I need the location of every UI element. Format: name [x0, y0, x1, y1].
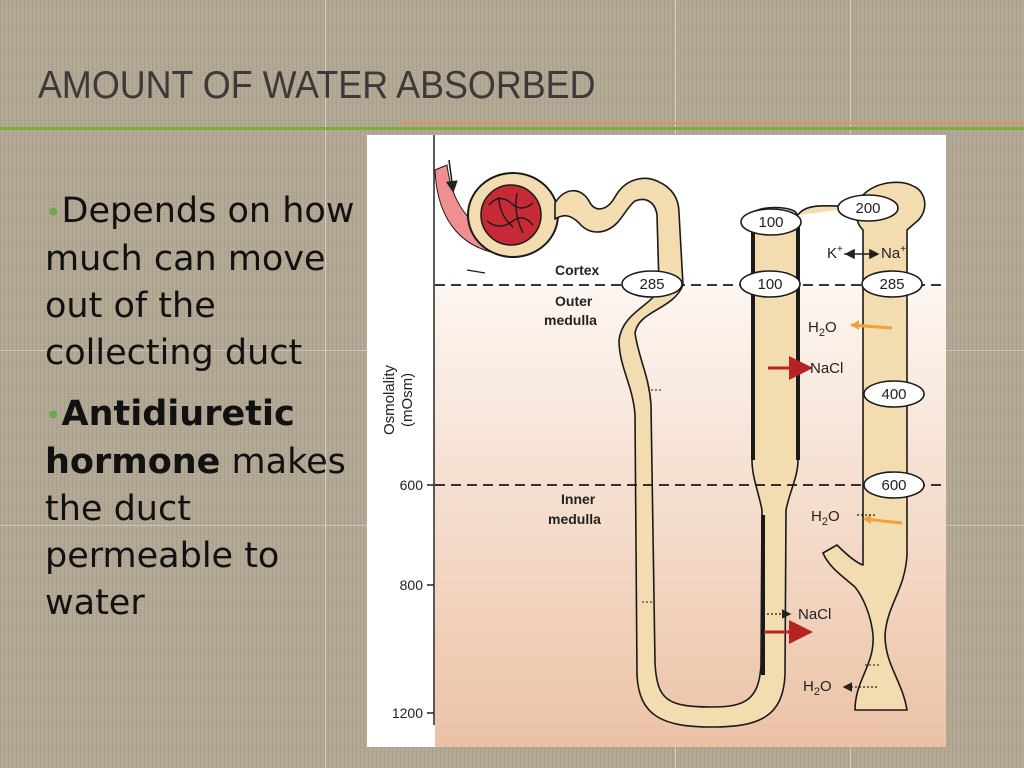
medulla-background	[435, 285, 946, 747]
tick-label-600: 600	[400, 477, 424, 493]
blood-flow-arrow	[445, 159, 458, 193]
bubble-value: 600	[881, 477, 906, 494]
region-inner-medulla-line1: Inner	[561, 491, 596, 507]
region-outer-medulla-line1: Outer	[555, 293, 593, 309]
osmolality-bubble: 100	[740, 208, 802, 236]
bullet-dot: •	[45, 196, 62, 229]
bubble-value: 200	[855, 200, 880, 217]
bullet-item: •Antidiuretic hormone makes the duct per…	[45, 391, 365, 627]
slide-title: AMOUNT OF WATER ABSORBED	[38, 64, 596, 107]
tick-label-800: 800	[400, 577, 424, 593]
region-outer-medulla-line2: medulla	[544, 312, 597, 328]
osmolality-bubble: 200	[837, 194, 899, 222]
bullet-bold-text: Antidiuretic hormone	[45, 394, 295, 482]
bullet-text: makes the duct permeable to water	[45, 442, 346, 623]
osmolality-bubble: 285	[621, 270, 683, 298]
collecting-duct	[822, 181, 926, 711]
title-underline-green	[0, 127, 1024, 130]
bubble-value: 285	[879, 276, 904, 293]
label-nacl-outer: NaCl	[810, 360, 843, 377]
water-arrow-inner	[864, 517, 903, 525]
axis-unit: (mOsm)	[399, 373, 416, 427]
background-grid-line	[325, 0, 326, 768]
bullet-list: •Depends on how much can move out of the…	[45, 188, 365, 641]
osmolality-bubble: 600	[863, 471, 925, 499]
label-potassium: K+	[827, 244, 843, 262]
axis-label: Osmolality	[381, 364, 398, 435]
bubble-value: 285	[639, 276, 664, 293]
region-inner-medulla-line2: medulla	[548, 511, 601, 527]
bullet-text: Depends on how much can move out of the …	[45, 191, 355, 373]
bullet-dot: •	[45, 399, 62, 432]
label-nacl-inner: NaCl	[798, 606, 831, 623]
title-underline-orange	[400, 122, 1024, 124]
glomerulus	[480, 184, 542, 246]
bubble-value: 100	[757, 276, 782, 293]
nephron-diagram: 600 800 1200 Osmolality (mOsm) Cortex Ou…	[367, 135, 946, 747]
bubble-value: 400	[881, 386, 906, 403]
label-sodium: Na+	[881, 244, 906, 262]
water-arrowhead-outer	[851, 320, 859, 330]
water-arrowhead-inner	[863, 514, 871, 524]
osmolality-bubble: 100	[739, 270, 801, 298]
label-water-inner: H2O	[811, 508, 840, 528]
osmolality-bubble: 400	[863, 380, 925, 408]
nephron-svg: 600 800 1200 Osmolality (mOsm) Cortex Ou…	[381, 135, 946, 747]
label-water-deep: H2O	[803, 678, 832, 698]
osmolality-bubble: 285	[861, 270, 923, 298]
capillary-loops	[486, 192, 534, 234]
tick-label-1200: 1200	[392, 705, 423, 721]
label-water-outer: H2O	[808, 319, 837, 339]
capsule-tick	[466, 269, 486, 274]
region-cortex: Cortex	[555, 262, 600, 278]
bubble-value: 100	[758, 214, 783, 231]
bullet-item: •Depends on how much can move out of the…	[45, 188, 365, 377]
